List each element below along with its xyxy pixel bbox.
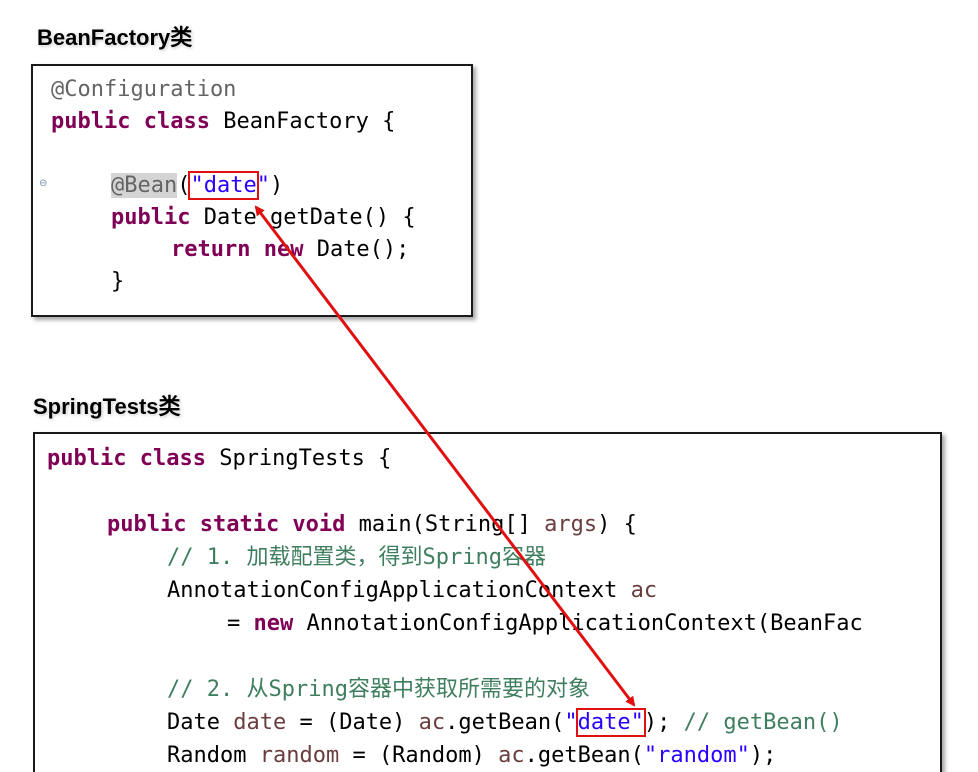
new-date-expression: Date(); xyxy=(303,237,410,262)
date-variable: date xyxy=(233,710,287,735)
random-string: "random" xyxy=(643,743,750,768)
quote-open: " xyxy=(190,173,204,198)
paren-open: ( xyxy=(177,173,191,198)
spring-tests-heading: SpringTests类 xyxy=(33,394,181,419)
new-keyword: new xyxy=(253,611,294,636)
code-line-return: return new Date(); xyxy=(171,234,409,266)
code-line-context-decl: AnnotationConfigApplicationContext ac xyxy=(167,575,657,607)
quote-close: " xyxy=(256,173,270,198)
main-signature-end: ) { xyxy=(597,512,637,537)
statement-end: ); xyxy=(643,710,684,735)
public-class-keyword: public class xyxy=(47,446,206,471)
bean-annotation: @Bean xyxy=(111,173,178,198)
get-bean-name-highlight: date" xyxy=(575,708,646,737)
configuration-annotation: @Configuration xyxy=(51,77,237,102)
random-type: Random xyxy=(167,743,260,768)
get-bean-comment: // getBean() xyxy=(683,710,843,735)
code-line-context-new: = new AnnotationConfigApplicationContext… xyxy=(227,608,863,640)
ac-reference: ac xyxy=(498,743,525,768)
bean-factory-code-panel: @Configuration public class BeanFactory … xyxy=(31,64,473,317)
bean-name-highlight: "date xyxy=(188,171,259,200)
date-cast: = (Date) xyxy=(286,710,419,735)
comment-step-1: // 1. 加载配置类，得到Spring容器 xyxy=(167,545,546,570)
closing-brace: } xyxy=(111,269,125,294)
statement-end: ); xyxy=(749,743,777,768)
context-constructor: AnnotationConfigApplicationContext(BeanF… xyxy=(293,611,863,636)
assign-operator: = xyxy=(227,611,254,636)
public-class-keyword: public class xyxy=(51,109,210,134)
spring-tests-code-panel: public class SpringTests { public static… xyxy=(33,432,942,772)
main-signature: main(String[] xyxy=(345,512,545,537)
code-line-close-brace: } xyxy=(111,266,124,298)
return-new-keyword: return new xyxy=(171,237,304,262)
class-name-bean-factory: BeanFactory { xyxy=(209,109,396,134)
public-keyword: public xyxy=(111,205,191,230)
args-parameter: args xyxy=(544,512,598,537)
bean-name-date-string: date xyxy=(203,173,257,198)
get-bean-call: .getBean( xyxy=(445,710,565,735)
random-cast: = (Random) xyxy=(339,743,499,768)
context-type: AnnotationConfigApplicationContext xyxy=(167,578,631,603)
code-line-get-random: Random random = (Random) ac.getBean("ran… xyxy=(167,740,776,772)
code-line-get-date: Date date = (Date) ac.getBean("date"); /… xyxy=(167,707,843,739)
fold-marker-icon: ⊖ xyxy=(39,178,48,189)
random-variable: random xyxy=(259,743,340,768)
class-name-spring-tests: SpringTests { xyxy=(205,446,392,471)
quote-open: " xyxy=(564,710,578,735)
code-line-bean-annotation: @Bean("date") xyxy=(111,170,283,202)
get-date-signature: Date getDate() { xyxy=(190,205,416,230)
ac-reference: ac xyxy=(418,710,446,735)
paren-close: ) xyxy=(269,173,284,198)
code-line-method-decl: public Date getDate() { xyxy=(111,202,416,234)
code-line-class-decl: public class BeanFactory { xyxy=(51,106,395,138)
date-type: Date xyxy=(167,710,234,735)
get-bean-date-string: date xyxy=(577,710,631,735)
get-bean-call: .getBean( xyxy=(524,743,644,768)
code-line-main-decl: public static void main(String[] args) { xyxy=(107,509,637,541)
bean-factory-heading: BeanFactory类 xyxy=(37,25,193,50)
ac-variable: ac xyxy=(630,578,658,603)
comment-step-2: // 2. 从Spring容器中获取所需要的对象 xyxy=(167,677,590,702)
code-line-class-decl: public class SpringTests { xyxy=(47,443,391,475)
code-line-configuration: @Configuration xyxy=(51,74,236,106)
public-static-void-keyword: public static void xyxy=(107,512,346,537)
quote-close: " xyxy=(630,710,644,735)
